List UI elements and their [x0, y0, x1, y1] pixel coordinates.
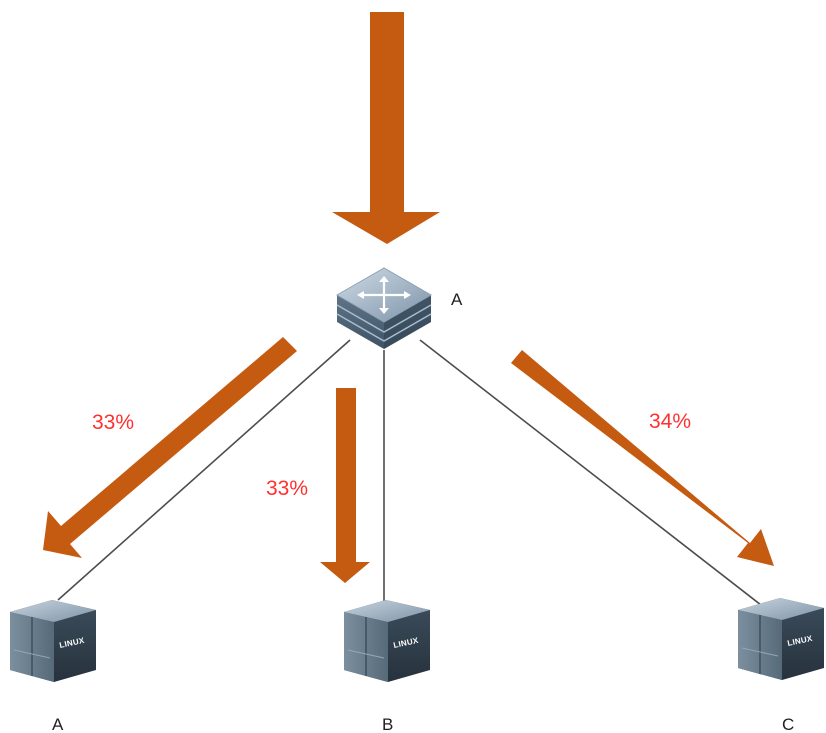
server-label-a: A: [52, 715, 64, 733]
link-router-server-a: [57, 339, 351, 601]
linux-server-icon-b: LINUX: [344, 600, 430, 682]
link-router-server-c: [419, 339, 771, 613]
server-label-c: C: [782, 715, 794, 733]
linux-server-icon-c: LINUX: [738, 598, 824, 680]
traffic-arrows: [43, 12, 774, 583]
traffic-arrow-server-b: [320, 388, 370, 583]
network-links: [57, 339, 771, 613]
inbound-traffic-arrow: [332, 12, 440, 244]
server-label-b: B: [382, 715, 393, 733]
router-label: A: [451, 290, 463, 309]
router-icon: [335, 267, 433, 349]
linux-server-icon-a: LINUX: [10, 600, 96, 682]
share-label-b: 33%: [266, 477, 308, 500]
traffic-arrow-server-a: [43, 337, 297, 558]
traffic-arrow-server-c: [511, 350, 774, 566]
share-label-c: 34%: [649, 410, 691, 433]
share-label-a: 33%: [92, 411, 134, 434]
